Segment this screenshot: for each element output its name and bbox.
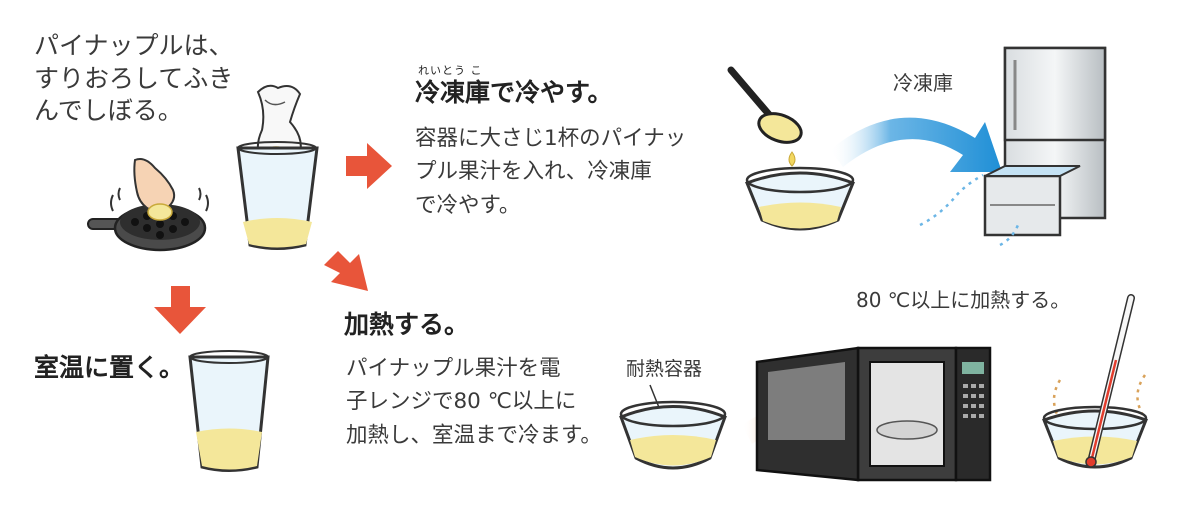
- arrow-down-right: [324, 251, 368, 291]
- microwave-icon: [755, 346, 992, 482]
- freeze-heading: 冷凍庫で冷やす。: [415, 78, 613, 107]
- arrow-right: [346, 143, 392, 189]
- room-temp-heading: 室温に置く。: [34, 353, 185, 382]
- freezer-icon: [919, 46, 1107, 247]
- blue-arrow: [830, 117, 1002, 172]
- freeze-ruby: れいとう こ: [418, 64, 483, 77]
- freeze-bowl-icon: [745, 166, 855, 231]
- arrow-down: [154, 286, 206, 334]
- freezer-label: 冷凍庫: [893, 71, 953, 95]
- hand-icon: [133, 158, 176, 221]
- intro-text: パイナップルは、 すりおろしてふき んでしぼる。: [34, 31, 234, 125]
- glass-icon: [236, 141, 319, 250]
- heat-bowl-icon: [619, 384, 727, 470]
- heat-temp-label: 80 ℃以上に加熱する。: [856, 288, 1071, 312]
- freeze-description: 容器に大さじ1杯のパイナッ プル果汁を入れ、冷凍庫 で冷やす。: [415, 126, 687, 218]
- heat-heading: 加熱する。: [344, 310, 470, 339]
- heat-description: パイナップル果汁を電 子レンジで80 ℃以上に 加熱し、室温まで冷ます。: [346, 356, 602, 448]
- thermometer-icon: [1085, 294, 1135, 468]
- heat-container-label: 耐熱容器: [626, 358, 703, 380]
- ladle-icon: [727, 66, 803, 167]
- room-temp-glass-icon: [188, 350, 270, 472]
